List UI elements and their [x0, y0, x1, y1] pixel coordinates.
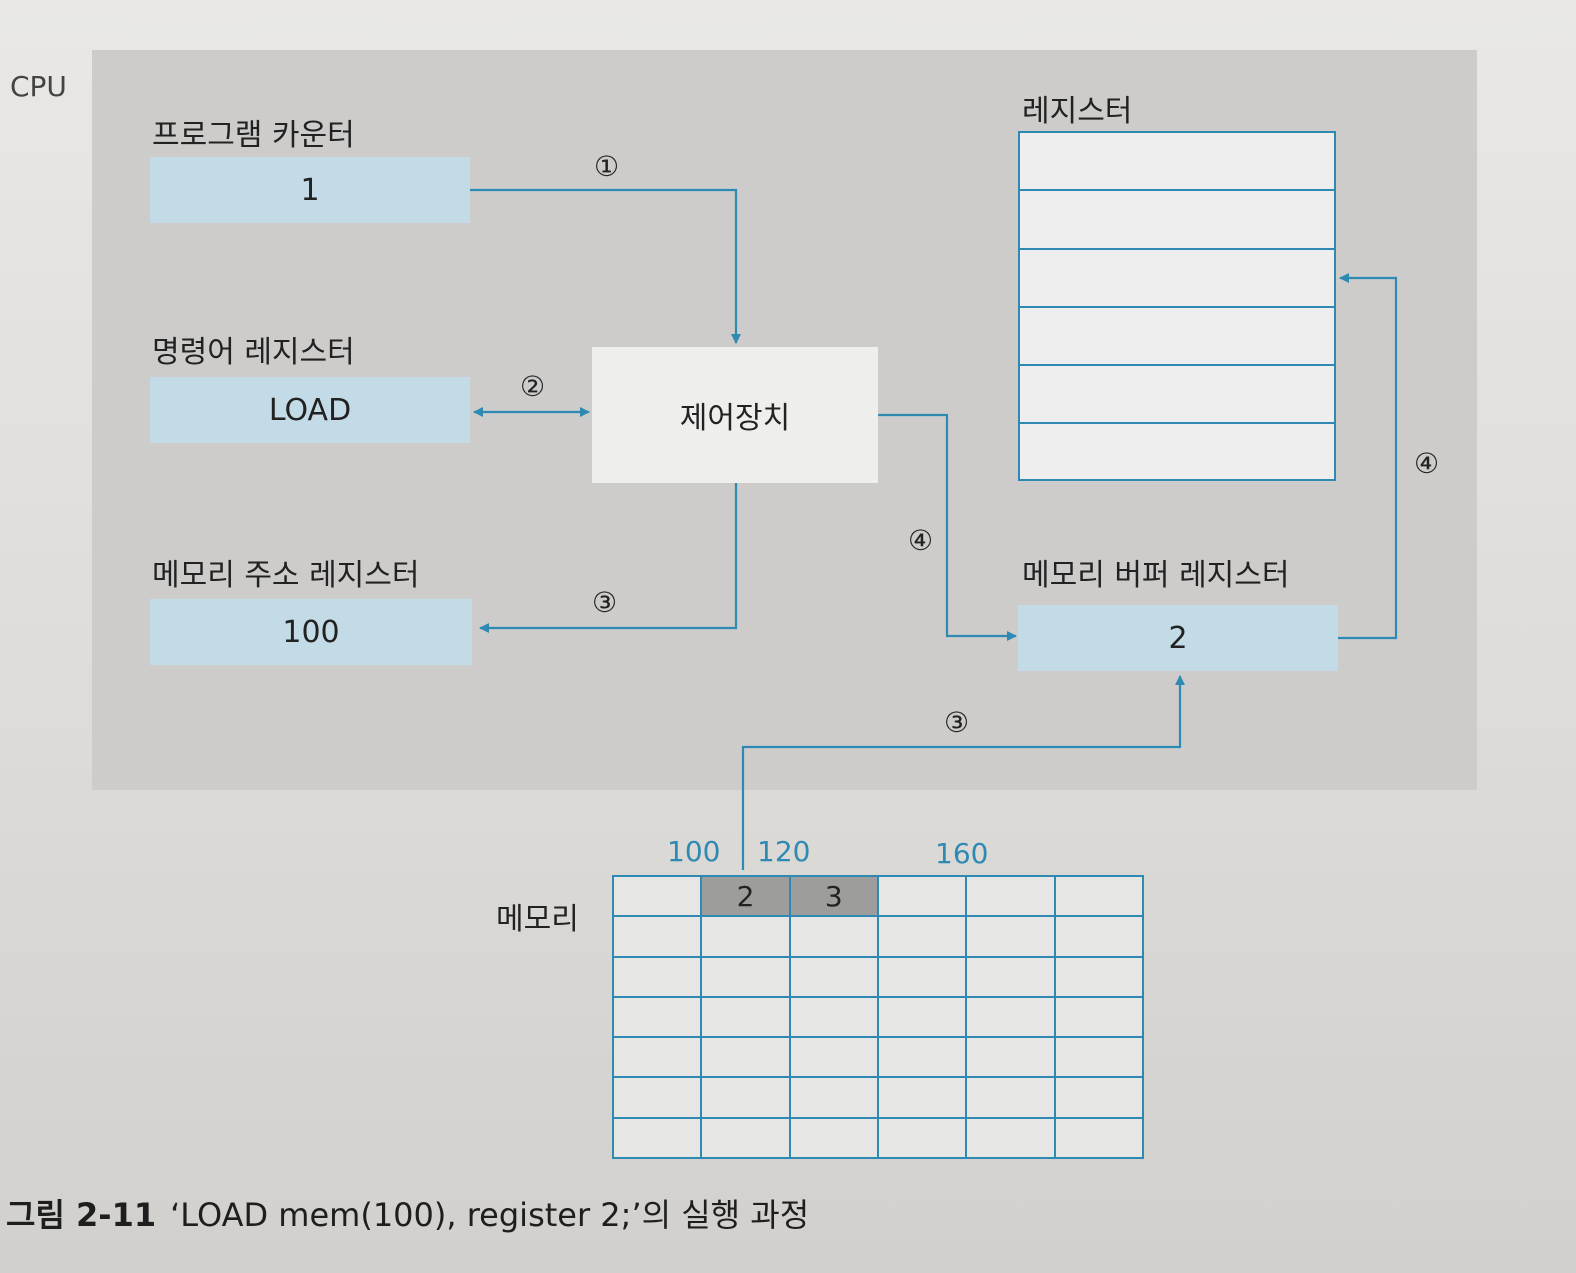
- program-counter-box: 1: [150, 157, 470, 223]
- memory-buffer-register-box: 2: [1018, 605, 1338, 671]
- memory-cell: [965, 995, 1056, 1039]
- memory-cell: [876, 915, 968, 958]
- memory-address-register-label: 메모리 주소 레지스터: [152, 558, 420, 593]
- memory-cell: [965, 1116, 1056, 1160]
- memory-cell: [788, 1076, 879, 1119]
- memory-address-120: 120: [757, 835, 811, 868]
- memory-cell: [876, 995, 968, 1039]
- program-counter-value: 1: [300, 172, 320, 208]
- memory-cell: [611, 1076, 703, 1119]
- memory-cell: [1053, 1076, 1145, 1119]
- memory-cell: 2: [700, 874, 791, 918]
- register-row: [1020, 366, 1334, 425]
- memory-cell: [1053, 995, 1145, 1039]
- memory-cell: 3: [788, 874, 879, 918]
- memory-cell: [700, 955, 791, 998]
- arrow-control-to-mbr: [878, 413, 1017, 641]
- memory-cell: [1053, 915, 1145, 958]
- register-row: [1020, 250, 1334, 308]
- memory-cell: [965, 1036, 1056, 1079]
- memory-cell: [965, 955, 1056, 998]
- memory-cell: [788, 1116, 879, 1160]
- memory-cell: [611, 955, 703, 998]
- memory-address-160: 160: [935, 837, 989, 870]
- step-4-label-mbr: ④: [908, 524, 934, 557]
- register-row: [1020, 133, 1334, 192]
- memory-address-100: 100: [667, 835, 721, 868]
- memory-cell: [611, 874, 703, 918]
- memory-cell: [788, 1036, 879, 1079]
- memory-row: [611, 1116, 1145, 1160]
- memory-cell: [965, 915, 1056, 958]
- memory-cell: [876, 874, 968, 918]
- memory-address-register-value: 100: [282, 614, 340, 650]
- cpu-label: CPU: [10, 70, 67, 103]
- memory-row: [611, 955, 1145, 998]
- memory-cell: [1053, 955, 1145, 998]
- control-unit-box: 제어장치: [592, 347, 878, 483]
- memory-label: 메모리: [496, 902, 579, 937]
- arrow-control-to-mar: [479, 483, 738, 633]
- memory-cell: [700, 1076, 791, 1119]
- memory-cell: [1053, 874, 1145, 918]
- register-file: [1018, 131, 1336, 481]
- memory-cell: [876, 955, 968, 998]
- memory-cell: [700, 995, 791, 1039]
- memory-cell: [611, 1116, 703, 1160]
- memory-cell: [1053, 1036, 1145, 1079]
- memory-cell: [1053, 1116, 1145, 1160]
- memory-cell: [700, 915, 791, 958]
- figure-number: 그림 2-11: [6, 1196, 157, 1234]
- program-counter-label: 프로그램 카운터: [152, 118, 355, 153]
- memory-cell: [611, 1036, 703, 1079]
- memory-cell: [788, 955, 879, 998]
- memory-cell: [965, 874, 1056, 918]
- memory-address-register-box: 100: [150, 599, 472, 665]
- memory-cell: [788, 915, 879, 958]
- memory-row: [611, 995, 1145, 1039]
- memory-row: [611, 1076, 1145, 1119]
- step-2-label: ②: [520, 370, 546, 403]
- memory-buffer-register-label: 메모리 버퍼 레지스터: [1022, 558, 1290, 593]
- instruction-register-label: 명령어 레지스터: [152, 335, 355, 370]
- arrow-mbr-to-registers: [1338, 273, 1398, 640]
- memory-cell: [876, 1076, 968, 1119]
- step-1-label: ①: [594, 150, 620, 183]
- memory-row: [611, 915, 1145, 958]
- memory-cell: [788, 995, 879, 1039]
- memory-cell: [876, 1036, 968, 1079]
- registers-label: 레지스터: [1022, 94, 1133, 129]
- figure-caption-text: ‘LOAD mem(100), register 2;’의 실행 과정: [170, 1196, 810, 1234]
- instruction-register-box: LOAD: [150, 377, 470, 443]
- memory-cell: [876, 1116, 968, 1160]
- step-4-label-registers: ④: [1414, 447, 1440, 480]
- memory-cell: [700, 1116, 791, 1160]
- arrow-pc-to-control: [470, 188, 741, 344]
- instruction-register-value: LOAD: [268, 392, 352, 428]
- register-row: [1020, 308, 1334, 367]
- memory-buffer-register-value: 2: [1168, 620, 1188, 656]
- step-3-label-memory: ③: [944, 706, 970, 739]
- register-row: [1020, 191, 1334, 250]
- control-unit-label: 제어장치: [679, 401, 791, 436]
- memory-row: [611, 1036, 1145, 1079]
- memory-cell: [700, 1036, 791, 1079]
- arrow-memory-to-mbr: [741, 675, 1185, 870]
- step-3-label-control: ③: [592, 586, 618, 619]
- memory-cell: [611, 915, 703, 958]
- memory-cell: [611, 995, 703, 1039]
- memory-cell: [965, 1076, 1056, 1119]
- figure-caption: 그림 2-11 ‘LOAD mem(100), register 2;’의 실행 …: [6, 1190, 809, 1236]
